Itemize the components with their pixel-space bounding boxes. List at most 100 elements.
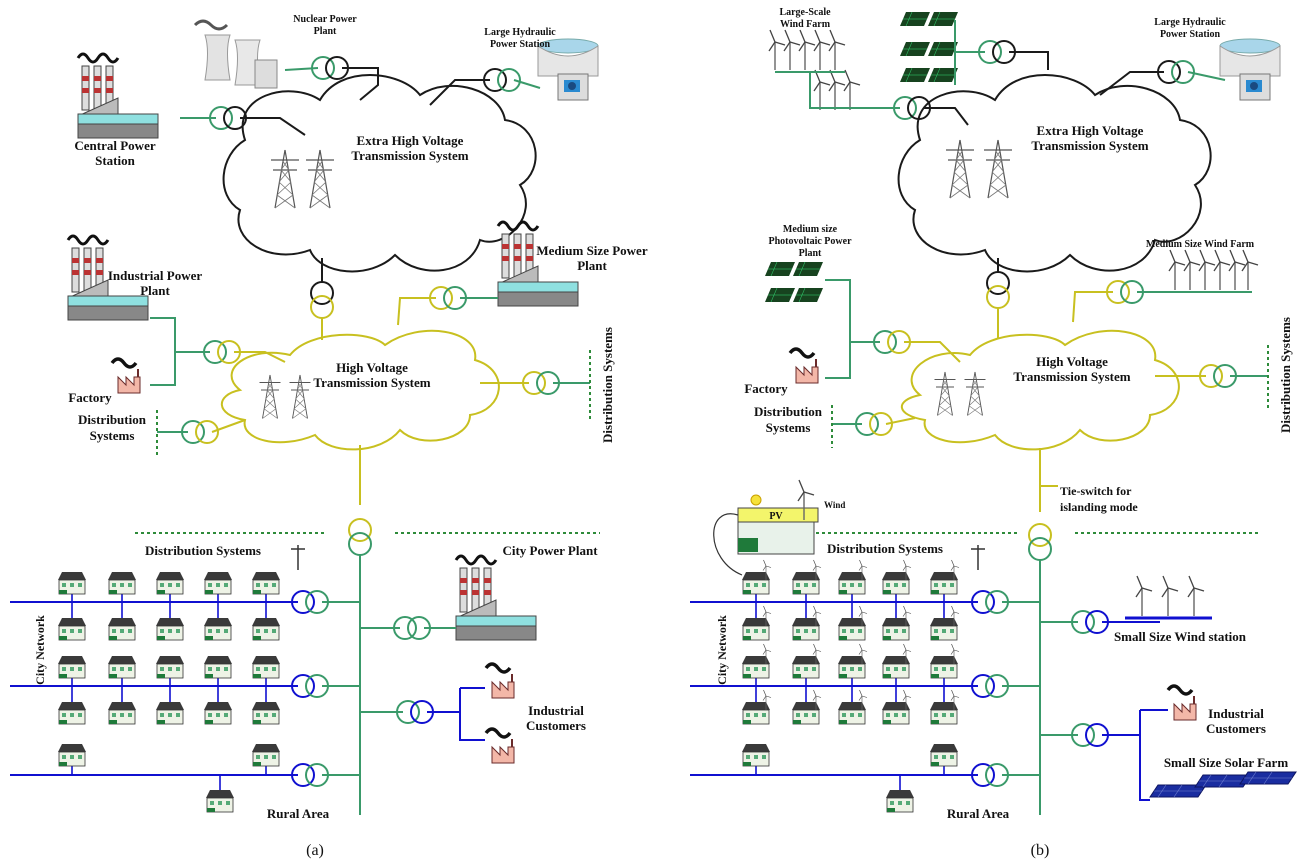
label-line: Medium size (783, 224, 838, 235)
label-line: Extra High Voltage (1037, 123, 1144, 138)
smoke (193, 19, 229, 31)
house-icon (57, 655, 87, 679)
industrial-hv-link (234, 351, 286, 363)
winding-secondary (1171, 60, 1195, 84)
small-wind-label: Small Size Wind station (1114, 629, 1247, 644)
label-line: Distribution (78, 412, 147, 427)
dist-right-label: Distribution Systems (600, 327, 615, 443)
nuclear-plant-icon (193, 19, 278, 89)
label-line: Large Hydraulic (1154, 17, 1226, 28)
nuclear-link (284, 67, 319, 71)
house-icon (57, 571, 87, 595)
winding-primary (978, 40, 1002, 64)
winding-primary (986, 271, 1010, 295)
winding-primary (203, 340, 227, 364)
hydro-ehv-link (429, 79, 490, 106)
label-line: Systems (90, 428, 135, 443)
label-line: Tie-switch for (1060, 484, 1132, 498)
zoom-arrow (713, 513, 743, 576)
label-line: Customers (1206, 721, 1266, 736)
hv-dist-transformer (1028, 523, 1052, 561)
winding-secondary (195, 420, 219, 444)
label-line: Power Station (1160, 29, 1221, 40)
pv-panel-icon (927, 41, 959, 57)
solar-farm-label: Small Size Solar Farm (1164, 755, 1289, 770)
house-icon (251, 743, 281, 767)
winding-primary (348, 518, 372, 542)
city-power-plant-icon (454, 554, 538, 642)
label-line: Large Hydraulic (484, 27, 556, 38)
house-icon (107, 701, 137, 725)
pv-plant-bus (825, 279, 851, 379)
turbine-icon (843, 69, 861, 111)
pv-house-base (738, 538, 758, 552)
hv-cloud (900, 329, 1180, 451)
hydraulic-station-icon (1219, 38, 1281, 101)
turbine-icon (828, 29, 846, 71)
house-icon (57, 743, 87, 767)
winding-secondary (310, 295, 334, 319)
city-network-label: City Network (715, 615, 729, 685)
pv-panel-icon (764, 261, 796, 277)
label-line: Plant (577, 258, 607, 273)
turbine-icon (1187, 575, 1205, 617)
utility-pole-icon (291, 545, 305, 570)
nuclear-ehv-link (342, 67, 379, 101)
pylon-icon (983, 139, 1013, 199)
ehv-hv-transformer (310, 281, 334, 319)
pv-panel-icon (792, 287, 824, 303)
reactor (254, 59, 278, 89)
house-icon (251, 701, 281, 725)
label-line: Central Power (74, 138, 155, 153)
winding-primary (310, 281, 334, 305)
label-line: Plant (799, 248, 822, 259)
label-line: High Voltage (336, 360, 408, 375)
pv-panel-icon (927, 11, 959, 27)
ehv-cloud (222, 74, 537, 273)
pv-panel-icon (899, 67, 931, 83)
label-line: Wind Farm (780, 19, 831, 30)
house-icon (203, 617, 233, 641)
label-line: Power Station (490, 39, 551, 50)
label-line: Large-Scale (779, 7, 831, 18)
label-line: Customers (526, 718, 586, 733)
label-line: Distribution (754, 404, 823, 419)
pv-panel-icon (899, 11, 931, 27)
label-line: Photovoltaic Power (768, 236, 852, 247)
label-line: Plant (314, 26, 337, 37)
pv-panel-icon (899, 41, 931, 57)
winding-primary (893, 96, 917, 120)
pylon-icon (964, 371, 986, 416)
house-icon (251, 571, 281, 595)
caption-b: (b) (1031, 842, 1050, 859)
pylon-icon (270, 149, 300, 209)
dist-left-hv-link (885, 417, 916, 425)
winding-secondary (869, 412, 893, 436)
factory-label: Factory (744, 381, 788, 396)
dist-sys-label: Distribution Systems (827, 541, 943, 556)
pv-ehv-link (1009, 51, 1049, 70)
turbine-icon (828, 69, 846, 111)
wind-ehv-link (924, 107, 969, 126)
pylon-icon (305, 149, 335, 209)
wind-label: Wind (824, 500, 845, 510)
solar-panel-icon (1239, 771, 1297, 785)
pylon-icon (934, 371, 956, 416)
dist-left-hv-link (211, 419, 246, 433)
cooling-tower (204, 34, 231, 81)
hv-cloud (220, 329, 500, 451)
turbine-icon (1198, 249, 1216, 291)
